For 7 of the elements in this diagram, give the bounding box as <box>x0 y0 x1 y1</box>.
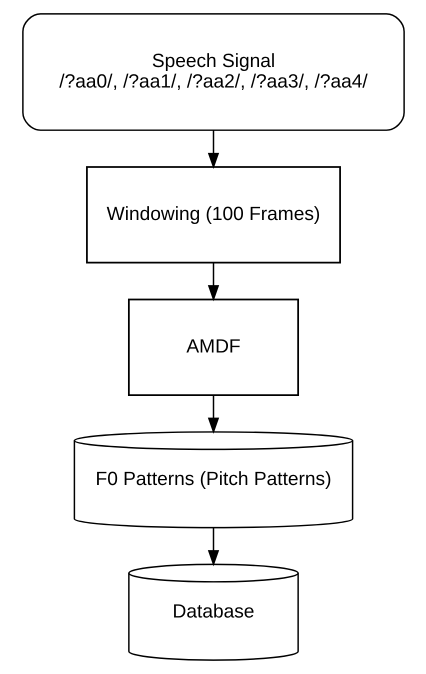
arrow <box>207 263 219 302</box>
node-box: AMDF <box>127 298 299 396</box>
arrow <box>207 528 219 566</box>
arrow <box>207 396 219 434</box>
arrow <box>207 130 219 170</box>
node-box: Speech Signal /?aa0/, /?aa1/, /?aa2/, /?aa3/, /?aa4/ <box>22 13 404 131</box>
node-box: Windowing (100 Frames) <box>86 166 340 264</box>
